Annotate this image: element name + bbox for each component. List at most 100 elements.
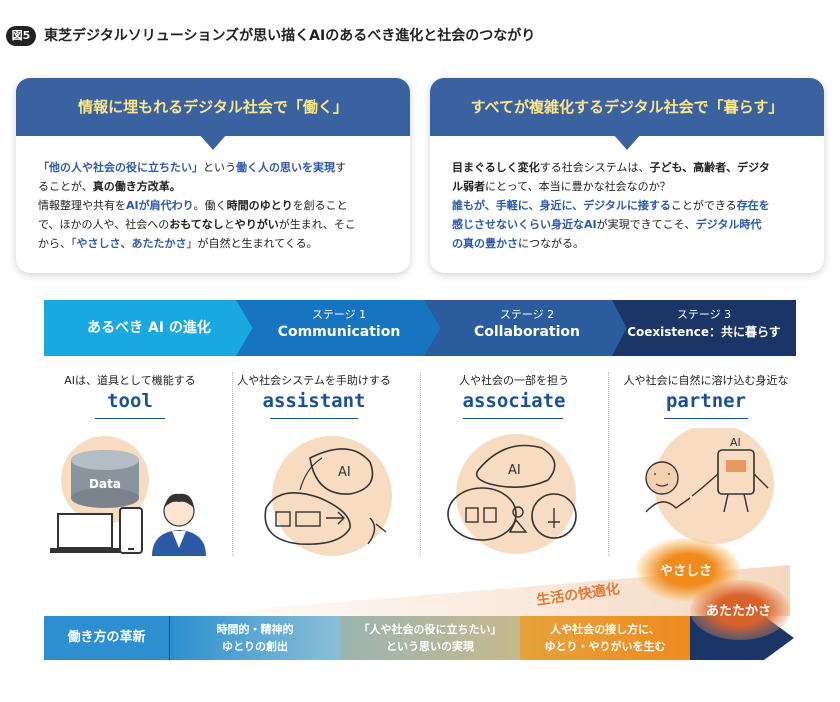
body-text: が実現できてこそ、 (596, 218, 696, 231)
database-icon: Data (71, 450, 139, 508)
col-associate-word: associate (462, 390, 566, 412)
card-work: 情報に埋もれるデジタル社会で「働く」 「他の人や社会の役に立ちたい」という働く人… (16, 78, 410, 273)
ai-label: AI (338, 465, 351, 480)
segment-wish-line1: 「人や社会の役に立ちたい」 (358, 623, 502, 636)
col-associate-underline (463, 418, 563, 419)
col-partner-word: partner (665, 390, 747, 412)
col-tool-underline (95, 418, 165, 419)
body-line: 「他の人や社会の役に立ちたい」という働く人の思いを実現す (38, 158, 392, 177)
segment-time-margin-line1: 時間的・精神的 (216, 623, 294, 636)
card-life-body: 目まぐるしく変化する社会システムは、子ども、高齢者、デジタル弱者にとって、本当に… (452, 158, 806, 253)
col-assistant-underline (270, 418, 358, 419)
segment-wish-realization: 「人や社会の役に立ちたい」 という思いの実現 (340, 616, 520, 660)
document-icon (275, 511, 291, 527)
person-sketch-icon (548, 508, 560, 528)
card-life-notch (613, 134, 641, 150)
body-text: 」が自然と生まれてくる。 (186, 237, 318, 250)
body-text: やりがい (234, 218, 279, 231)
stage-1-name: Communication (277, 324, 401, 340)
body-text: 時間のゆとり (226, 199, 293, 212)
body-line: ル弱者にとって、本当に豊かな社会なのか？ (452, 177, 806, 196)
body-text: ことができる (670, 199, 737, 212)
column-separator (232, 372, 233, 556)
body-text: 存在を (736, 199, 770, 212)
column-separator (608, 372, 609, 556)
body-text: やさしさ、あたたかさ (76, 237, 187, 250)
smartphone-icon (119, 507, 143, 554)
ai-label: AI (730, 436, 741, 449)
body-text: する社会システムは、 (539, 161, 650, 174)
document-icon (483, 507, 497, 523)
document-icon (465, 507, 479, 523)
body-text: 情報整理や共有を (38, 199, 126, 212)
body-line: 感じさせないくらい身近なAIが実現できてこそ、デジタル時代 (452, 215, 806, 234)
segment-relation: 人や社会の接し方に、 ゆとり・やりがいを生む (520, 616, 690, 660)
laptop-icon (50, 513, 120, 553)
body-text: 誰もが、手軽に、身近に、デジタルに接する (452, 199, 671, 212)
stage-evolution: あるべき AI の進化 (44, 300, 254, 356)
body-text: にとって、本当に豊かな社会なのか？ (485, 180, 671, 193)
body-line: 誰もが、手軽に、身近に、デジタルに接することができる存在を (452, 196, 806, 215)
body-line: 目まぐるしく変化する社会システムは、子ども、高齢者、デジタ (452, 158, 806, 177)
body-text: 真の働き方改革。 (92, 180, 181, 193)
body-text: す (335, 161, 346, 174)
body-line: の真の豊かさにつながる。 (452, 234, 806, 253)
partner-illustration: AI (645, 428, 774, 544)
stage-evolution-label: あるべき AI の進化 (87, 320, 211, 336)
robot-icon (717, 449, 755, 495)
body-text: ル弱者 (452, 180, 485, 193)
col-partner-underline (664, 418, 748, 419)
ai-label: AI (508, 463, 521, 478)
stage-2-name: Collaboration (473, 324, 580, 340)
body-text: AIが肩代わり (126, 199, 194, 212)
stage-2: ステージ 2 Collaboration (424, 300, 630, 356)
card-work-notch (199, 134, 227, 150)
body-text: から、「 (38, 237, 77, 250)
col-tool-word: tool (107, 390, 153, 412)
body-text: という (203, 161, 236, 174)
body-line: から、「やさしさ、あたたかさ」が自然と生まれてくる。 (38, 234, 392, 253)
assistant-illustration: AI (264, 436, 392, 556)
col-associate-desc: 人や社会の一部を担う (459, 374, 569, 387)
stage-1: ステージ 1 Communication (236, 300, 442, 356)
figure-title: 東芝デジタルソリューションズが思い描くAIのあるべき進化と社会のつながり (44, 28, 536, 44)
human-face-icon (645, 461, 679, 495)
card-work-body: 「他の人や社会の役に立ちたい」という働く人の思いを実現することが、真の働き方改革… (38, 158, 392, 253)
body-text: 目まぐるしく変化 (452, 161, 540, 174)
body-line: 情報整理や共有をAIが肩代わり。働く時間のゆとりを創ること (38, 196, 392, 215)
stage-3-number: ステージ 3 (676, 308, 732, 321)
person-sketch-icon (367, 517, 387, 545)
body-text: 感じさせないくらい身近なAI (452, 218, 597, 231)
warmth-label: あたたかさ (706, 604, 772, 619)
kindness-label: やさしさ (660, 564, 713, 579)
body-text: で、ほかの人や、社会への (38, 218, 170, 231)
assistant-bg-circle (272, 436, 392, 556)
body-text: につながる。 (518, 237, 584, 250)
person-sketch-icon (508, 518, 528, 533)
figure-badge: 図5 (6, 26, 36, 46)
document-icon (295, 511, 321, 527)
associate-illustration: AI (447, 434, 577, 554)
body-text: を創ること (292, 199, 348, 212)
col-assistant-desc: 人や社会システムを手助けする (237, 374, 391, 387)
data-label: Data (89, 477, 121, 491)
segment-time-margin-line2: ゆとりの創出 (222, 640, 288, 653)
card-life: すべてが複雑化するデジタル社会で「暮らす」 目まぐるしく変化する社会システムは、… (430, 78, 824, 273)
associate-bg-circle (456, 434, 576, 554)
stage-1-number: ステージ 1 (311, 308, 367, 321)
body-text: 。働く (193, 199, 227, 212)
person-icon (152, 493, 206, 556)
stage-3: ステージ 3 Coexistence：共に暮らす (612, 300, 796, 356)
card-life-title: すべてが複雑化するデジタル社会で「暮らす」 (430, 78, 824, 136)
column-separator (420, 372, 421, 556)
body-text: デジタル時代 (695, 218, 762, 231)
segment-wish-line2: という思いの実現 (386, 640, 474, 653)
tool-illustration: Data (50, 436, 206, 556)
segment-time-margin: 時間的・精神的 ゆとりの創出 (170, 616, 340, 660)
segment-relation-line1: 人や社会の接し方に、 (550, 623, 660, 636)
body-text: おもてなし (169, 218, 224, 231)
body-line: ることが、真の働き方改革。 (38, 177, 392, 196)
stage-2-number: ステージ 2 (499, 308, 555, 321)
col-assistant-word: assistant (262, 390, 366, 412)
card-work-title: 情報に埋もれるデジタル社会で「働く」 (16, 78, 410, 136)
